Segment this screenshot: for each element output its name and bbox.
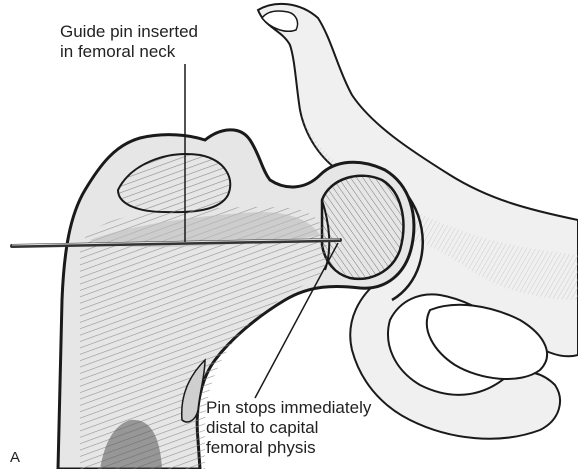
guide-pin-label-line-1: Guide pin inserted	[60, 22, 198, 42]
femoral-head	[322, 176, 403, 279]
guide-pin-label: Guide pin inserted in femoral neck	[60, 22, 198, 62]
guide-pin-label-line-2: in femoral neck	[60, 42, 198, 62]
pin-stop-label-line-1: Pin stops immediately	[206, 398, 371, 418]
pin-stop-label-line-2: distal to capital	[206, 418, 371, 438]
iliac-notch	[262, 11, 298, 31]
panel-letter: A	[10, 448, 20, 468]
pin-stop-label-line-3: femoral physis	[206, 438, 371, 458]
pin-stop-label: Pin stops immediately distal to capital …	[206, 398, 371, 458]
